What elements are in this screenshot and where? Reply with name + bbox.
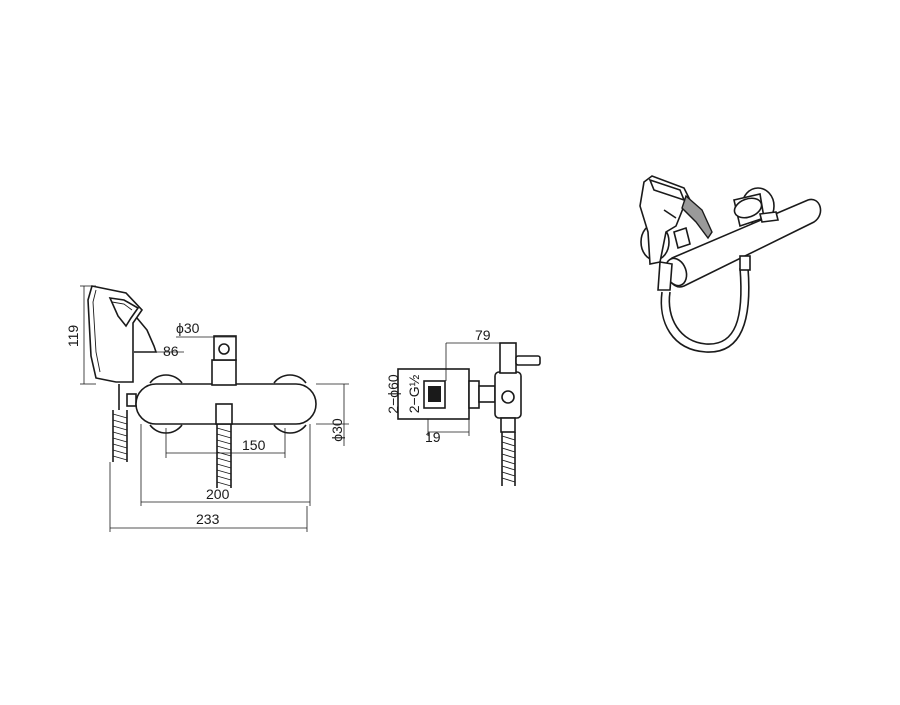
dim-side-depth: 79 [475,327,491,343]
dim-handle-diameter: ϕ30 [176,320,200,336]
iso-hose-outer [660,267,750,353]
dim-overall-width: 233 [196,511,220,527]
dim-handshower-depth: 86 [163,343,179,359]
dim-flange-diameter: 2−ϕ60 [385,374,401,414]
front-dimensions [80,285,349,532]
dim-body-length: 200 [206,486,230,502]
hand-shower-front [87,285,158,410]
iso-hose-inner [668,267,742,345]
isometric-view [639,175,822,353]
dim-thread-size: 2−G½ [406,374,422,413]
dim-outlet-spacing: 150 [242,437,266,453]
mixer-body-front [135,335,317,434]
left-hose [112,410,128,462]
center-hose [216,424,232,488]
side-view: 79 2−ϕ60 2−G½ 19 [385,327,541,486]
dim-handshower-height: 119 [65,325,81,348]
front-view: 119 86 ϕ30 ϕ30 150 200 233 [65,285,349,532]
dim-flange-thickness: 19 [425,429,441,445]
dim-body-diameter: ϕ30 [329,418,345,442]
